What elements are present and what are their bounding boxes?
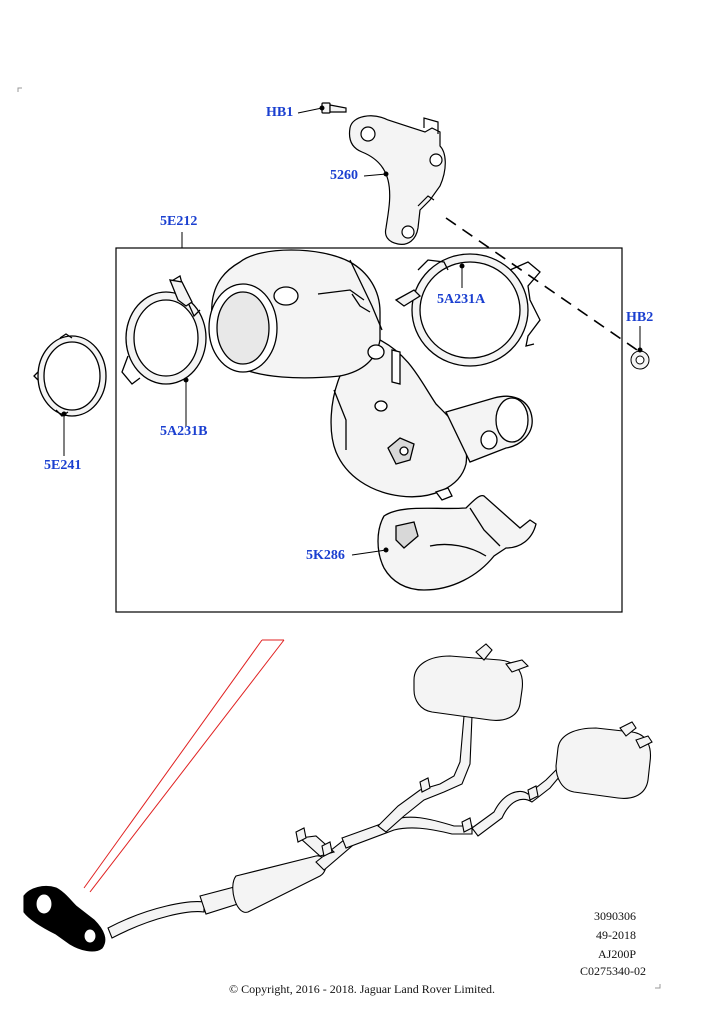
reference-code-1: 3090306 — [594, 909, 636, 923]
callout-5a231a[interactable]: 5A231A — [437, 292, 486, 307]
assembly-frame-5e212 — [115, 247, 623, 613]
reference-code-3: AJ200P — [597, 947, 636, 961]
callout-5a231b[interactable]: 5A231B — [160, 424, 208, 439]
location-pointer-lines — [83, 639, 285, 893]
callout-5e212[interactable]: 5E212 — [160, 214, 198, 229]
catalytic-converter-5e212[interactable] — [208, 249, 533, 501]
clamp-5a231b[interactable] — [121, 275, 207, 385]
reference-code-2: 49-2018 — [596, 928, 636, 942]
callout-5e241[interactable]: 5E241 — [44, 458, 82, 473]
bolt-hb1[interactable] — [321, 102, 347, 114]
callout-hb1[interactable]: HB1 — [266, 105, 294, 120]
callout-hb2[interactable]: HB2 — [626, 310, 654, 325]
gasket-5e241[interactable] — [33, 333, 107, 417]
nut-hb2[interactable] — [630, 350, 650, 370]
callout-5k286[interactable]: 5K286 — [306, 548, 345, 563]
clamp-5a231a[interactable] — [394, 253, 541, 367]
exhaust-system-overview — [23, 643, 653, 952]
corner-marks — [17, 87, 661, 989]
bracket-5260[interactable] — [348, 115, 446, 245]
heat-shield-5k286[interactable] — [377, 494, 537, 591]
copyright-notice: © Copyright, 2016 - 2018. Jaguar Land Ro… — [228, 982, 496, 996]
leader-lines — [61, 105, 643, 556]
reference-code-4: C0275340-02 — [580, 964, 646, 978]
callout-5260[interactable]: 5260 — [330, 168, 358, 183]
